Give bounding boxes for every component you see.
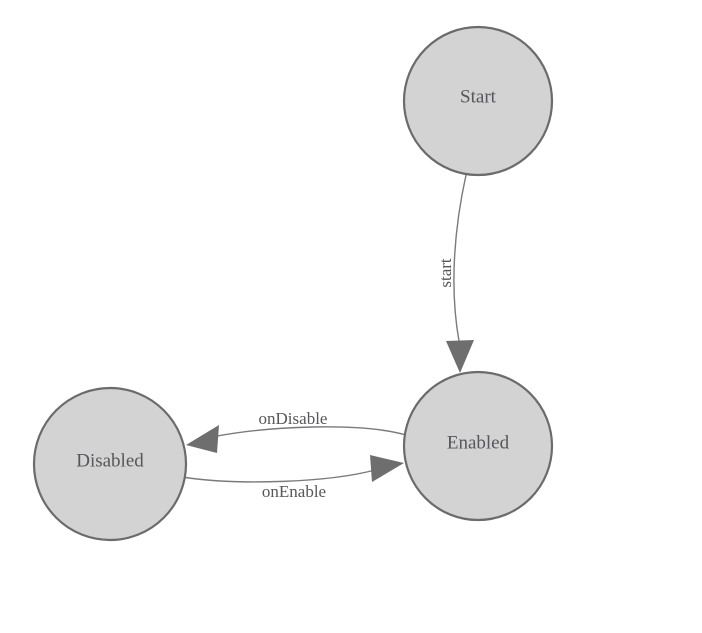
node-disabled[interactable]: Disabled	[32, 386, 188, 542]
node-shape-enabled	[402, 370, 554, 522]
arrowhead-right-icon	[370, 455, 404, 482]
edge-label-ondisable: onDisable	[259, 409, 328, 428]
edge-label-onenable: onEnable	[262, 482, 326, 501]
arrowhead-left-icon	[186, 425, 219, 453]
edge-path-disabled-to-enabled	[181, 469, 376, 483]
edge-start-to-enabled[interactable]: start	[436, 174, 474, 373]
node-label-enabled: Enabled	[447, 432, 510, 453]
edge-path-start-to-enabled	[453, 174, 467, 342]
edge-enabled-to-disabled[interactable]: onDisable	[186, 409, 407, 453]
node-enabled[interactable]: Enabled	[402, 370, 554, 522]
node-start[interactable]: Start	[402, 25, 554, 177]
edge-disabled-to-enabled[interactable]: onEnable	[181, 455, 404, 501]
node-shape-start	[402, 25, 554, 177]
node-shape-disabled	[32, 386, 188, 542]
edge-label-start: start	[436, 258, 455, 288]
node-label-start: Start	[460, 86, 497, 107]
arrowhead-down-icon	[446, 340, 474, 373]
node-label-disabled: Disabled	[76, 450, 144, 471]
edge-path-enabled-to-disabled	[211, 426, 407, 438]
